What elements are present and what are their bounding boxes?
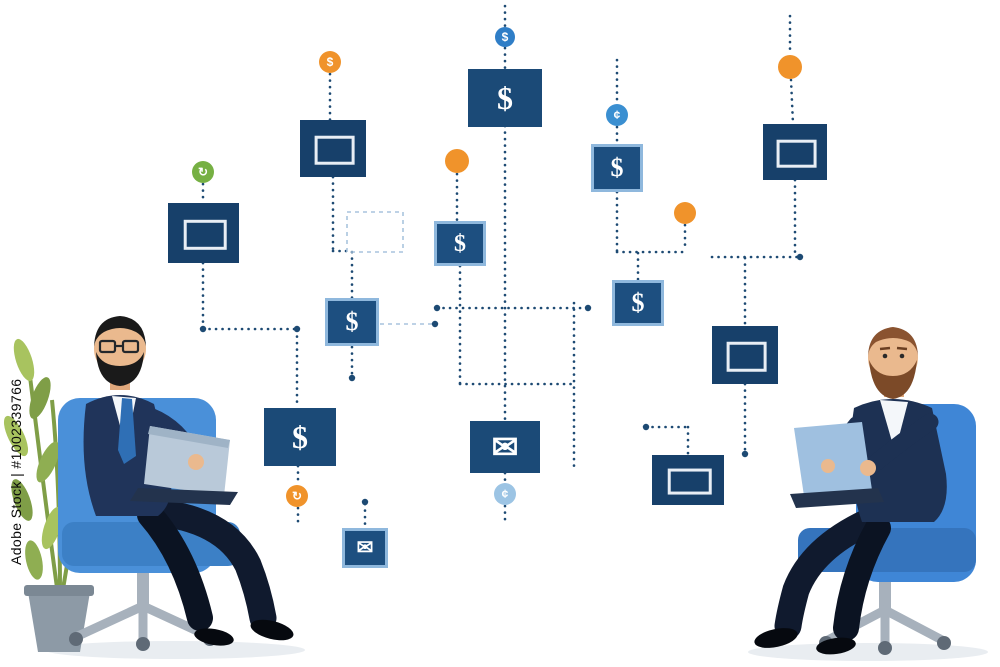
node-dollar-1: $ [468,69,542,127]
laptop-right [790,422,884,508]
dotted-connector [789,78,795,126]
glasses-icon [98,339,140,354]
left-man-head [94,316,146,390]
right-man-legs [754,508,891,655]
dot-badge [445,149,469,173]
node-dollar-4: $ [591,144,643,192]
junction-dot [348,374,356,382]
right-man-hand-2 [821,459,835,473]
document-icon [668,468,712,495]
node-panel-8 [763,124,827,180]
laptop-left [130,426,238,505]
right-man-shirt [880,400,908,452]
refresh-badge: ↻ [286,485,308,507]
coin-badge: ¢ [494,483,516,505]
right-shadow [748,643,988,661]
junction-dot [642,423,650,431]
right-man-head [868,327,918,399]
node-dollar-11: $ [264,408,336,466]
dollar-icon: $ [610,153,624,182]
dot-badge [778,55,802,79]
left-man-hair [94,316,146,349]
right-businessman [754,327,976,655]
left-man-tie [118,398,136,464]
node-dollar-6: $ [325,298,379,346]
dashed-rect-outline [346,211,404,253]
dollar-icon: $ [345,307,359,336]
coin-badge: ¢ [606,104,628,126]
right-man-arm [863,413,939,475]
node-panel-9 [712,326,778,384]
left-shadow [45,641,305,659]
left-man-beard [96,352,144,386]
junction-dot [584,304,592,312]
document-icon [314,135,355,165]
node-envelope-13: ✉ [342,528,388,568]
document-icon [183,219,227,250]
junction-dot [199,325,207,333]
coin-badge: $ [495,27,515,47]
junction-dot [796,253,804,261]
node-dollar-5: $ [434,221,486,266]
node-dollar-7: $ [612,280,664,326]
envelope-icon: ✉ [491,429,519,465]
junction-dot [431,320,439,328]
dot-badge [674,202,696,224]
dollar-icon: $ [454,230,466,257]
left-man-hand [188,454,204,470]
document-icon [776,139,817,168]
junction-dot [433,304,441,312]
node-envelope-12: ✉ [470,421,540,473]
node-panel-2 [300,120,366,177]
dollar-icon: $ [497,80,513,116]
right-man-hair [868,327,918,358]
junction-dot [293,325,301,333]
left-businessman [58,316,294,651]
right-man-beard [869,360,917,399]
junction-dot [361,498,369,506]
refresh-badge: ↻ [192,161,214,183]
node-panel-3 [168,203,239,263]
adobe-stock-watermark: Adobe Stock | #1002339766 [8,378,24,565]
coin-badge: $ [319,51,341,73]
right-man-hand [860,460,876,476]
dollar-icon: $ [631,288,645,317]
dollar-icon: $ [292,419,308,455]
envelope-icon: ✉ [356,537,374,559]
document-icon [726,342,767,372]
junction-dot [741,450,749,458]
left-man-legs [137,498,294,646]
node-panel-10 [652,455,724,505]
